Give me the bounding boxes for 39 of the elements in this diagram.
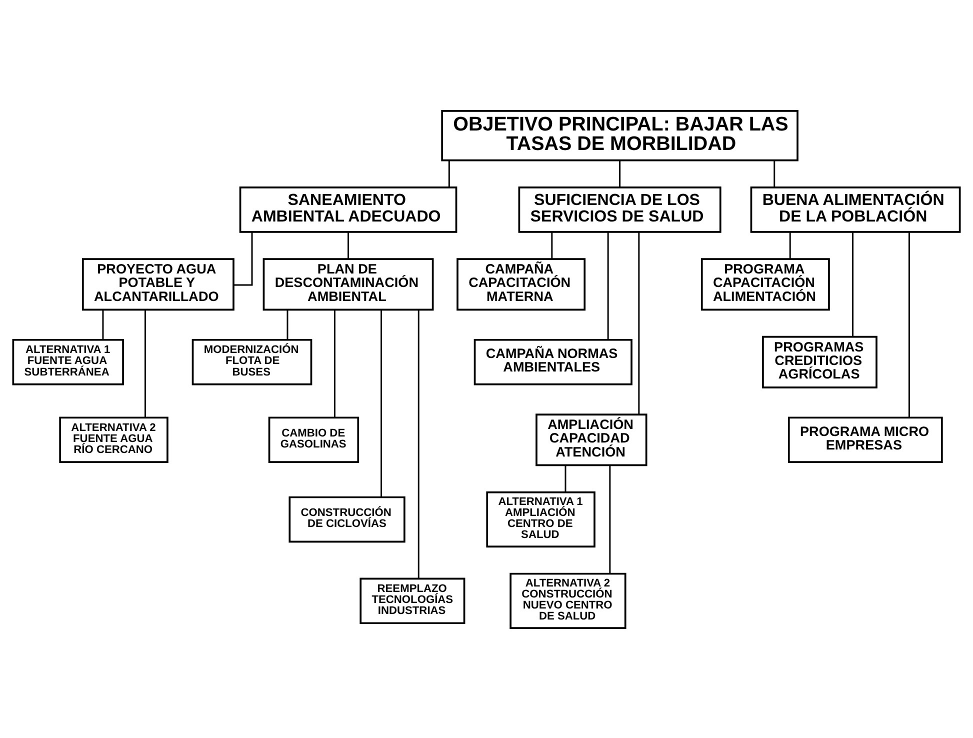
node-box: OBJETIVO PRINCIPAL: BAJAR LAS TASAS DE MORBILIDAD xyxy=(441,110,798,161)
node-box: CAMPAÑA NORMAS AMBIENTALES xyxy=(474,338,632,385)
node-box: CONSTRUCCIÓN DE CICLOVÍAS xyxy=(288,496,406,542)
node-box: PLAN DE DESCONTAMINACIÓN AMBIENTAL xyxy=(262,258,434,310)
node-box: PROYECTO AGUA POTABLE Y ALCANTARILLADO xyxy=(82,258,234,310)
connector xyxy=(380,309,382,496)
node-box: ALTERNATIVA 2 CONSTRUCCIÓN NUEVO CENTRO DE SALUD xyxy=(510,572,626,628)
connector xyxy=(609,464,611,573)
connector xyxy=(418,309,420,578)
node-box: ALTERNATIVA 1 AMPLIACIÓN CENTRO DE SALUD xyxy=(486,490,596,548)
connector xyxy=(348,232,349,258)
node-box: SANEAMIENTO AMBIENTAL ADECUADO xyxy=(239,186,458,232)
node-box: PROGRAMAS CREDITICIOS AGRÍCOLAS xyxy=(762,335,878,388)
connector xyxy=(234,232,253,286)
node-box: CAMPAÑA CAPACITACIÓN MATERNA xyxy=(456,258,586,310)
connector xyxy=(774,160,776,187)
connector xyxy=(789,232,791,258)
connector xyxy=(102,309,104,339)
node-box: ALTERNATIVA 2 FUENTE AGUA RÍO CERCANO xyxy=(59,416,168,462)
connector xyxy=(852,232,854,336)
node-box: MODERNIZACIÓN FLOTA DE BUSES xyxy=(192,338,312,385)
connector xyxy=(144,309,146,418)
connector xyxy=(448,160,450,187)
node-box: ALTERNATIVA 1 FUENTE AGUA SUBTERRÁNEA xyxy=(12,338,124,385)
node-box: PROGRAMA CAPACITACIÓN ALIMENTACIÓN xyxy=(700,258,830,310)
node-box: BUENA ALIMENTACIÓN DE LA POBLACIÓN xyxy=(750,186,961,232)
connector xyxy=(551,232,553,258)
connector xyxy=(638,232,640,414)
node-box: SUFICIENCIA DE LOS SERVICIOS DE SALUD xyxy=(518,186,722,232)
node-box: PROGRAMA MICRO EMPRESAS xyxy=(788,416,943,462)
node-box: AMPLIACIÓN CAPACIDAD ATENCIÓN xyxy=(536,413,648,466)
connector xyxy=(607,232,609,339)
connector xyxy=(334,309,336,418)
connector xyxy=(564,464,566,492)
node-box: CAMBIO DE GASOLINAS xyxy=(268,416,360,462)
node-box: REEMPLAZO TECNOLOGÍAS INDUSTRIAS xyxy=(360,577,466,624)
connector xyxy=(908,232,910,418)
connector xyxy=(286,309,288,339)
connector xyxy=(619,160,621,187)
